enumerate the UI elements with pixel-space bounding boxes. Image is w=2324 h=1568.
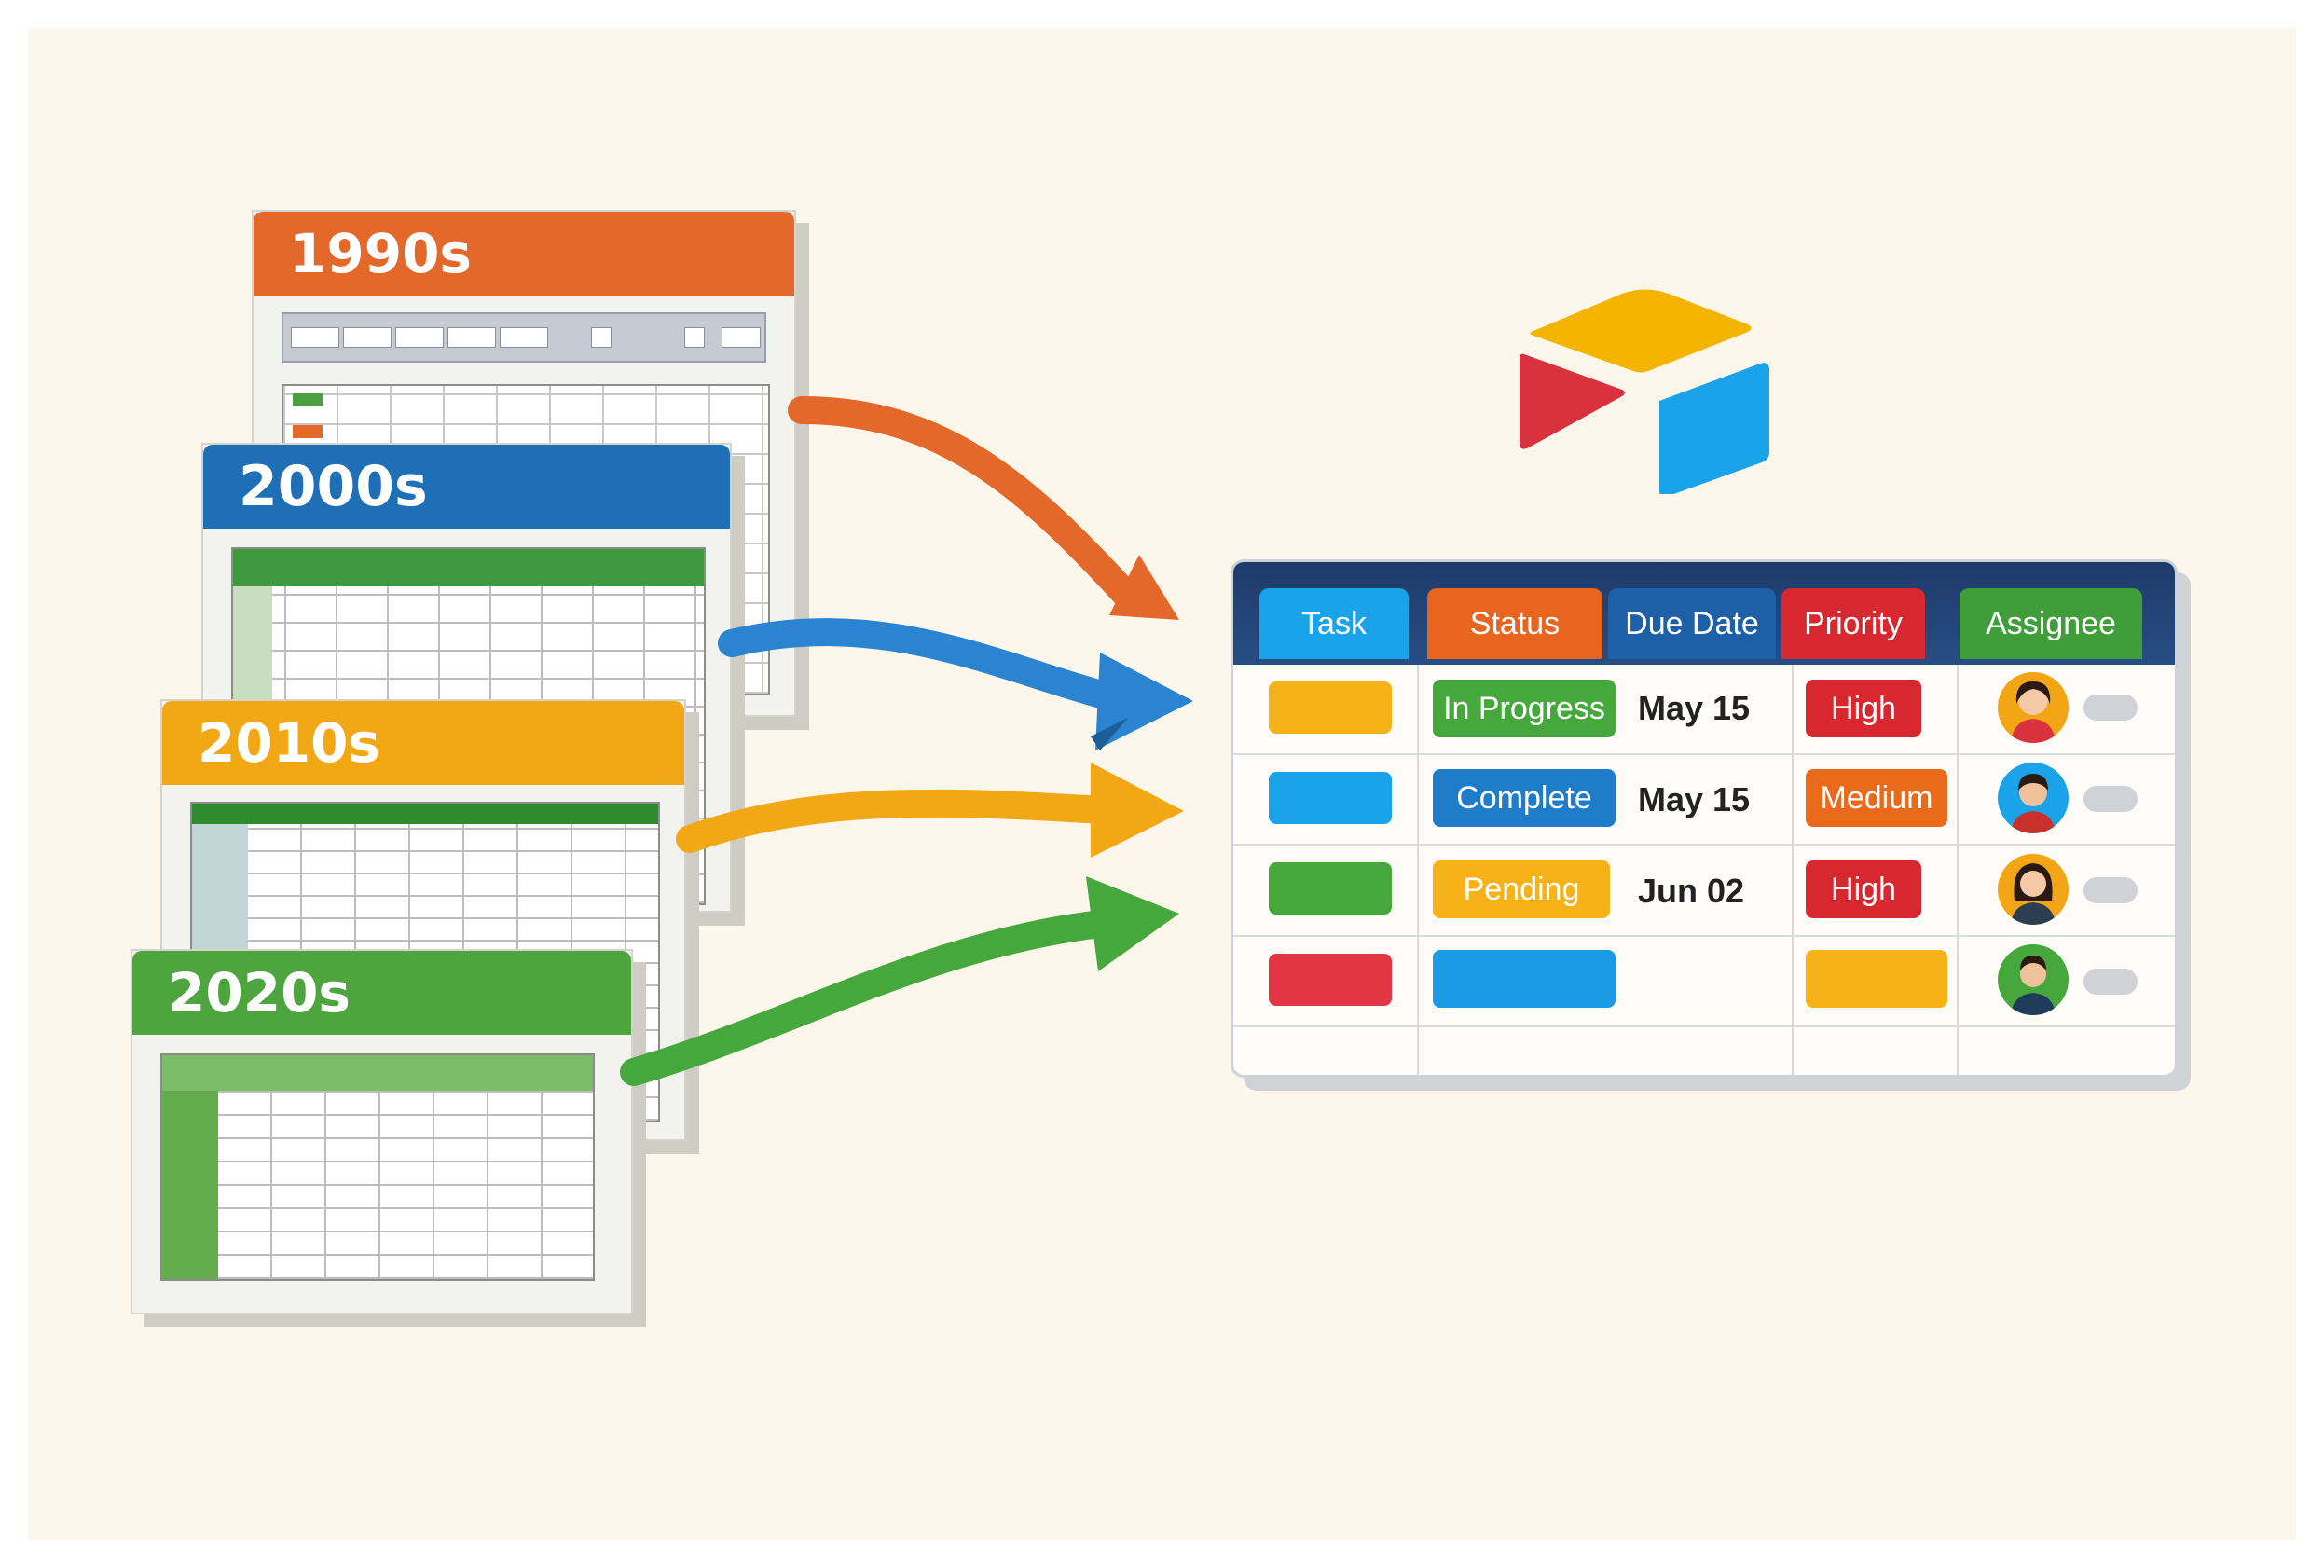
task-color-chip[interactable] xyxy=(1269,862,1392,915)
toggle[interactable] xyxy=(2083,786,2138,812)
arrow-2000s xyxy=(718,618,1133,713)
priority-pill[interactable]: High xyxy=(1806,860,1921,918)
column-header-task[interactable]: Task xyxy=(1259,588,1409,659)
toggle[interactable] xyxy=(2083,695,2138,721)
priority-pill[interactable]: Medium xyxy=(1806,769,1947,827)
arrow-2010s xyxy=(676,789,1133,853)
arrow-2020s xyxy=(620,909,1123,1086)
task-color-chip[interactable] xyxy=(1269,681,1392,734)
status-pill[interactable] xyxy=(1433,950,1616,1008)
status-pill[interactable]: In Progress xyxy=(1433,680,1616,737)
arrow-2020s-head xyxy=(1086,876,1179,971)
status-pill[interactable]: Complete xyxy=(1433,769,1616,827)
arrow-2000s-shade xyxy=(1091,718,1128,750)
assignee-avatar[interactable] xyxy=(1998,763,2069,833)
due-date: Jun 02 xyxy=(1638,872,1745,910)
assignee-avatar[interactable] xyxy=(1998,944,2069,1015)
due-date: May 15 xyxy=(1638,689,1751,727)
era-title: 1990s xyxy=(254,212,794,296)
column-header-status[interactable]: Status xyxy=(1427,588,1602,659)
arrow-2010s-head xyxy=(1091,763,1184,858)
era-card-2020s: 2020s xyxy=(131,949,633,1314)
arrow-1990s xyxy=(788,396,1142,611)
assignee-avatar[interactable] xyxy=(1998,672,2069,743)
sheet xyxy=(160,1053,595,1281)
toggle[interactable] xyxy=(2083,969,2138,995)
logo-top xyxy=(1530,289,1752,373)
task-color-chip[interactable] xyxy=(1269,772,1392,824)
legacy-toolbar xyxy=(282,312,766,363)
task-color-chip[interactable] xyxy=(1269,954,1392,1006)
column-header-due-date[interactable]: Due Date xyxy=(1608,588,1776,659)
era-title: 2010s xyxy=(162,701,684,785)
column-header-assignee[interactable]: Assignee xyxy=(1960,588,2142,659)
assignee-avatar[interactable] xyxy=(1998,854,2069,925)
era-title: 2000s xyxy=(203,445,730,529)
logo-left xyxy=(1520,353,1625,449)
airtable-logo xyxy=(1520,289,1769,494)
status-pill[interactable]: Pending xyxy=(1433,860,1610,918)
priority-pill[interactable] xyxy=(1806,950,1947,1008)
priority-pill[interactable]: High xyxy=(1806,680,1921,737)
toggle[interactable] xyxy=(2083,877,2138,903)
arrow-1990s-head xyxy=(1109,555,1179,620)
column-header-priority[interactable]: Priority xyxy=(1781,588,1925,659)
logo-right xyxy=(1659,363,1769,494)
modern-table: Task Status Due Date Priority Assignee I… xyxy=(1231,559,2178,1078)
due-date: May 15 xyxy=(1638,780,1751,818)
era-title: 2020s xyxy=(132,951,631,1035)
